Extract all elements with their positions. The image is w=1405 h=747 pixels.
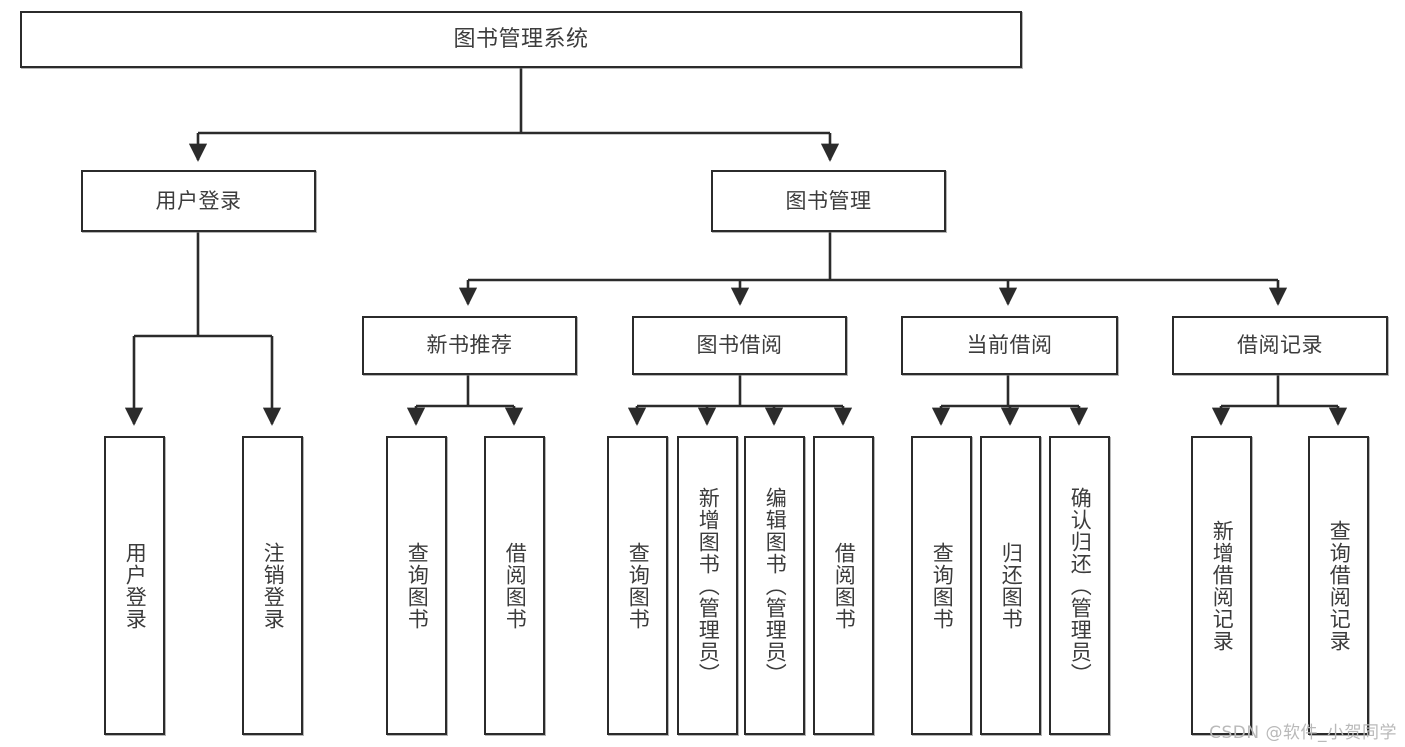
leaf-edit-book-admin[interactable]: 编辑图书（管理员） (744, 436, 805, 735)
node-label: 查询借阅记录 (1327, 519, 1352, 652)
leaf-borrow-books[interactable]: 借阅图书 (813, 436, 874, 735)
node-label: 图书借阅 (696, 333, 783, 358)
node-label: 查询图书 (626, 541, 651, 630)
node-label: 确认归还（管理员） (1068, 486, 1093, 685)
csdn-watermark: CSDN @软件_小贺同学 (1209, 723, 1397, 743)
node-label: 用户登录 (155, 188, 242, 213)
leaf-user-login[interactable]: 用户登录 (104, 436, 165, 735)
node-user-login[interactable]: 用户登录 (81, 170, 316, 232)
node-label: 编辑图书（管理员） (763, 486, 788, 685)
node-label: 图书管理系统 (453, 26, 589, 52)
node-book-borrow[interactable]: 图书借阅 (632, 316, 847, 375)
node-new-book-recommend[interactable]: 新书推荐 (362, 316, 577, 375)
leaf-query-books-borrow[interactable]: 查询图书 (607, 436, 668, 735)
node-root-system[interactable]: 图书管理系统 (20, 11, 1022, 68)
leaf-query-books-current[interactable]: 查询图书 (911, 436, 972, 735)
node-label: 借阅记录 (1237, 333, 1323, 358)
leaf-logout[interactable]: 注销登录 (242, 436, 303, 735)
node-book-management[interactable]: 图书管理 (711, 170, 946, 232)
node-label: 注销登录 (261, 541, 286, 630)
leaf-confirm-return-admin[interactable]: 确认归还（管理员） (1049, 436, 1110, 735)
node-current-borrow[interactable]: 当前借阅 (901, 316, 1118, 375)
node-label: 借阅图书 (832, 541, 857, 630)
node-label: 查询图书 (405, 541, 430, 630)
leaf-query-books-recommend[interactable]: 查询图书 (386, 436, 447, 735)
leaf-add-book-admin[interactable]: 新增图书（管理员） (677, 436, 738, 735)
node-label: 新增借阅记录 (1210, 519, 1235, 652)
node-label: 查询图书 (930, 541, 955, 630)
node-label: 新增图书（管理员） (696, 486, 721, 685)
node-label: 新书推荐 (426, 333, 513, 358)
node-label: 借阅图书 (503, 541, 528, 630)
node-label: 图书管理 (785, 188, 872, 213)
leaf-add-borrow-record[interactable]: 新增借阅记录 (1191, 436, 1252, 735)
node-label: 用户登录 (123, 541, 148, 630)
node-label: 当前借阅 (966, 333, 1053, 358)
node-borrow-records[interactable]: 借阅记录 (1172, 316, 1388, 375)
leaf-return-books[interactable]: 归还图书 (980, 436, 1041, 735)
leaf-query-borrow-record[interactable]: 查询借阅记录 (1308, 436, 1369, 735)
leaf-borrow-books-recommend[interactable]: 借阅图书 (484, 436, 545, 735)
node-label: 归还图书 (999, 541, 1024, 630)
